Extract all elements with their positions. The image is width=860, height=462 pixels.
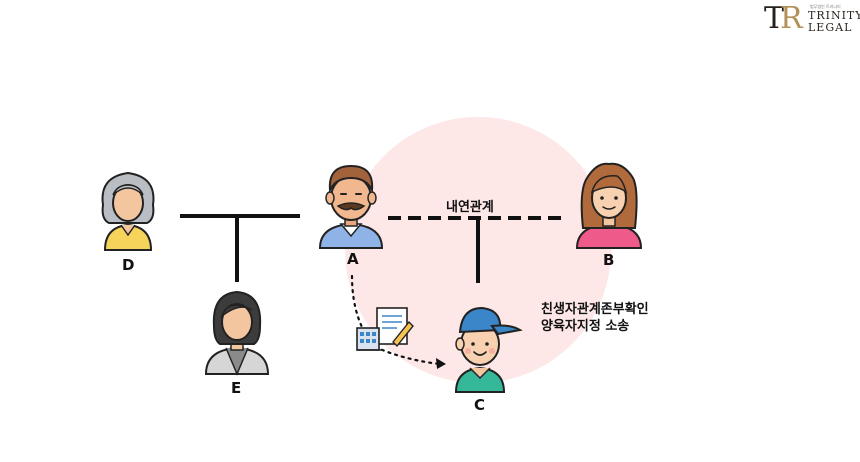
logo-name-line1: TRINITY bbox=[808, 9, 860, 22]
logo-small-text: 법무법인 트리니티 bbox=[810, 4, 841, 9]
lawsuit-label-line2: 양육자지정 소송 bbox=[541, 319, 630, 334]
logo-name: TRINITY LEGAL bbox=[808, 10, 860, 34]
logo-mark: TR bbox=[764, 1, 803, 36]
person-woman-icon bbox=[575, 162, 643, 249]
node-label-b: B bbox=[603, 251, 615, 269]
arrow-head bbox=[436, 358, 446, 369]
person-boy-cap-icon bbox=[454, 306, 523, 393]
relationship-label: 내연관계 bbox=[446, 200, 494, 215]
document-building-icon bbox=[356, 307, 414, 351]
node-label-a: A bbox=[347, 250, 359, 268]
node-label-d: D bbox=[122, 256, 135, 274]
trinity-legal-logo: TR 법무법인 트리니티 TRINITY LEGAL bbox=[764, 1, 860, 38]
logo-name-line2: LEGAL bbox=[808, 21, 853, 34]
person-woman-short-hair-icon bbox=[204, 290, 270, 376]
logo-mark-t: T bbox=[764, 1, 784, 36]
node-label-c: C bbox=[474, 396, 486, 414]
person-elderly-woman-icon bbox=[101, 171, 155, 251]
logo-mark-r: R bbox=[780, 1, 803, 36]
lawsuit-label: 친생자관계존부확인 양육자지정 소송 bbox=[541, 301, 649, 335]
lawsuit-label-line1: 친생자관계존부확인 bbox=[541, 302, 649, 317]
node-label-e: E bbox=[231, 379, 242, 397]
person-man-mustache-icon bbox=[318, 164, 384, 249]
